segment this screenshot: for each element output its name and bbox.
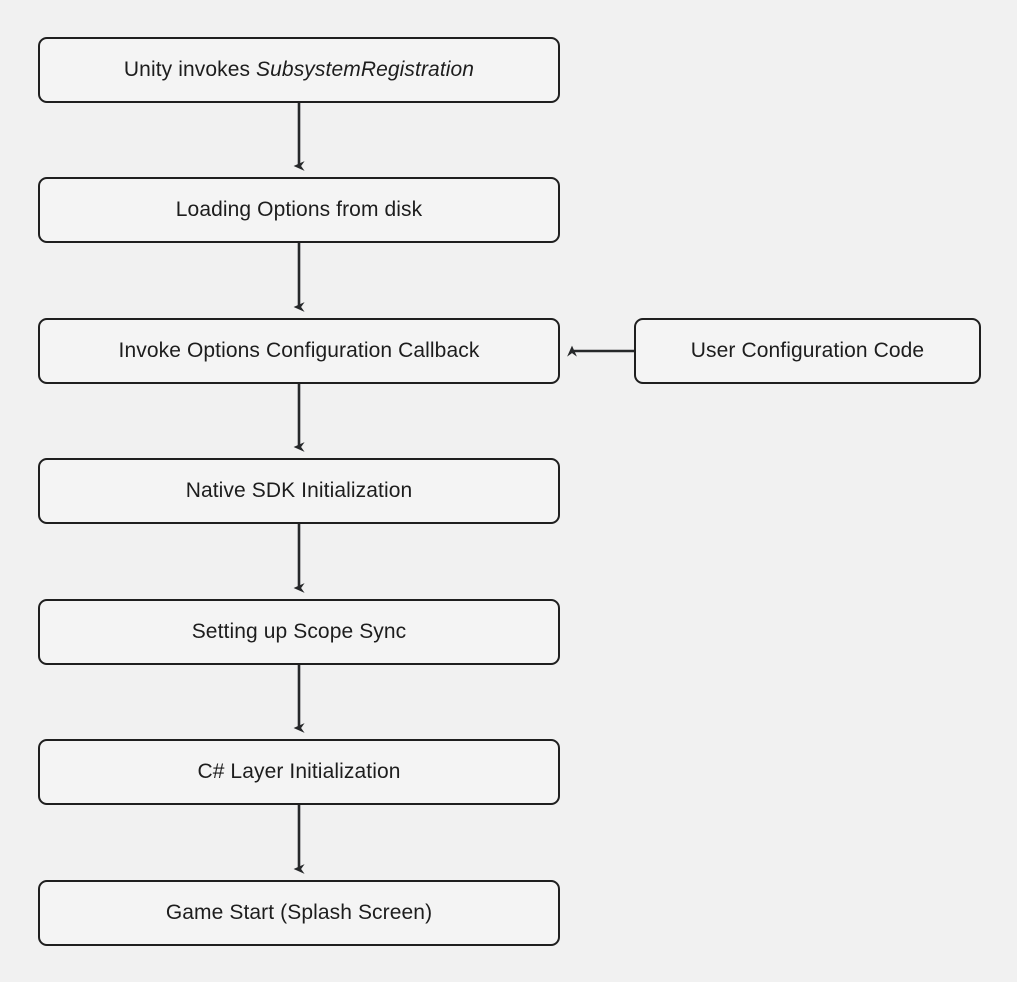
node-label: User Configuration Code: [690, 339, 925, 363]
node-label: Invoke Options Configuration Callback: [118, 339, 480, 363]
node-label: Native SDK Initialization: [185, 479, 413, 503]
node-invoke-options-configuration-callback[interactable]: Invoke Options Configuration Callback: [38, 318, 560, 384]
node-game-start-splash-screen[interactable]: Game Start (Splash Screen): [38, 880, 560, 946]
node-label: Game Start (Splash Screen): [165, 901, 433, 925]
node-label: C# Layer Initialization: [197, 760, 401, 784]
node-csharp-layer-initialization[interactable]: C# Layer Initialization: [38, 739, 560, 805]
node-native-sdk-initialization[interactable]: Native SDK Initialization: [38, 458, 560, 524]
node-subsystem-registration[interactable]: Unity invokes SubsystemRegistration: [38, 37, 560, 103]
node-setting-up-scope-sync[interactable]: Setting up Scope Sync: [38, 599, 560, 665]
node-label: Unity invokes: [123, 58, 251, 82]
node-label-emphasis: SubsystemRegistration: [256, 58, 475, 82]
node-label: Loading Options from disk: [175, 198, 423, 222]
node-label: Setting up Scope Sync: [191, 620, 407, 644]
node-loading-options[interactable]: Loading Options from disk: [38, 177, 560, 243]
node-user-configuration-code[interactable]: User Configuration Code: [634, 318, 981, 384]
